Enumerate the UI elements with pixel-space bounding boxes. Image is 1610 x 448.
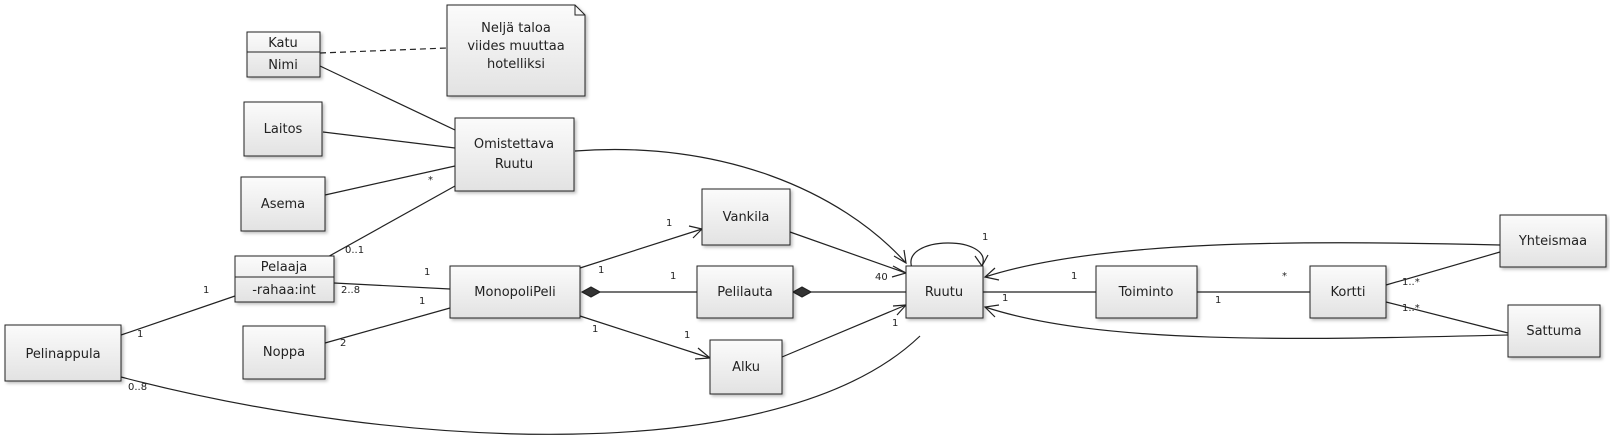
pelaaja-monopoli-line <box>333 282 451 290</box>
class-pelaaja-name: Pelaaja <box>261 260 308 275</box>
note-line-2: viides muuttaa <box>467 39 564 54</box>
laitos-omistettava-line <box>322 131 456 149</box>
class-sattuma-name: Sattuma <box>1526 324 1581 339</box>
pelaaja-omistettava-line <box>323 185 456 260</box>
omistettava-ruutu-arrow <box>574 148 907 264</box>
class-yhteismaa-name: Yhteismaa <box>1518 234 1587 249</box>
mult-pelaaja-nappula: 1 <box>203 285 209 296</box>
class-laitos-name: Laitos <box>264 122 303 137</box>
mult-vankila-monopoli: 1 <box>666 218 672 229</box>
class-pelaaja-attr: -rahaa:int <box>252 283 316 298</box>
pelinappula-pelaaja-line <box>120 295 236 336</box>
mult-toiminto-ruutu: 1 <box>1071 271 1077 282</box>
pelilauta-ruutu-diamond <box>791 286 813 298</box>
note-line-3: hotelliksi <box>487 57 545 72</box>
mult-nappula-pelaaja: 1 <box>137 329 143 340</box>
class-toiminto[interactable]: Toiminto <box>1095 265 1198 319</box>
class-alku[interactable]: Alku <box>709 339 783 395</box>
class-toiminto-name: Toiminto <box>1118 285 1174 300</box>
alku-ruutu-arrow <box>781 304 907 358</box>
class-noppa[interactable]: Noppa <box>242 325 326 380</box>
monopoli-alku-arrow <box>579 315 711 359</box>
yhteismaa-ruutu-arrow <box>984 242 1501 278</box>
yhteismaa-ruutu-arrowhead <box>983 267 1000 281</box>
omistettava-ruutu-arrowhead <box>893 249 907 265</box>
class-monopolipeli[interactable]: MonopoliPeli <box>449 265 581 319</box>
mult-monopoli-pelilauta: 1 <box>670 271 676 282</box>
vankila-ruutu-arrowhead <box>891 265 908 278</box>
note-box <box>446 4 586 97</box>
mult-pelaaja-omist: 0..1 <box>345 245 364 256</box>
class-sattuma[interactable]: Sattuma <box>1507 304 1601 358</box>
mult-ruutu-self: 1 <box>982 232 988 243</box>
sattuma-ruutu-arrow <box>984 306 1509 340</box>
class-vankila[interactable]: Vankila <box>701 188 791 246</box>
class-noppa-name: Noppa <box>263 345 305 360</box>
class-vankila-name: Vankila <box>723 210 770 225</box>
vankila-ruutu-arrow <box>789 231 907 274</box>
class-monopolipeli-name: MonopoliPeli <box>474 285 555 300</box>
kortti-sattuma-line <box>1385 301 1509 334</box>
noppa-monopoli-line <box>324 307 451 344</box>
class-ruutu-name: Ruutu <box>925 285 963 300</box>
note-link <box>319 47 448 54</box>
mult-noppa-monopoli: 2 <box>340 338 346 349</box>
mult-kortti-sattuma: 1..* <box>1402 303 1420 314</box>
mult-alku-monopoli: 1 <box>684 330 690 341</box>
mult-kortti-toiminto: * <box>1282 271 1287 282</box>
class-laitos[interactable]: Laitos <box>243 101 323 157</box>
mult-monopoli-alku: 1 <box>592 324 598 335</box>
class-pelilauta-name: Pelilauta <box>717 285 772 300</box>
mult-monopoli-noppa: 1 <box>419 296 425 307</box>
class-pelilauta[interactable]: Pelilauta <box>696 265 794 319</box>
asema-omistettava-line <box>324 165 456 196</box>
class-omistettava-line1: Omistettava <box>474 137 554 152</box>
mult-ruutu-nappula: 1 <box>892 318 898 329</box>
mult-nappula-ruutu: 0..8 <box>128 382 147 393</box>
ruutu-self-arrowhead <box>974 254 989 268</box>
multiplicity-labels: * 0..1 1 1 0..8 2..8 1 2 1 1 1 1 1 1 40 … <box>128 175 1420 393</box>
mult-pelaaja-monopoli: 2..8 <box>341 285 360 296</box>
class-alku-name: Alku <box>732 360 760 375</box>
katu-omistettava-line <box>319 65 456 131</box>
mult-pelilauta-ruutu: 40 <box>875 272 888 283</box>
sattuma-ruutu-arrowhead <box>983 304 1000 318</box>
class-pelinappula[interactable]: Pelinappula <box>4 324 122 382</box>
class-pelaaja[interactable]: Pelaaja -rahaa:int <box>234 255 335 303</box>
class-yhteismaa[interactable]: Yhteismaa <box>1499 214 1607 268</box>
class-asema-name: Asema <box>261 197 305 212</box>
class-asema[interactable]: Asema <box>240 176 326 232</box>
kortti-yhteismaa-line <box>1385 251 1501 286</box>
monopoli-pelilauta-diamond <box>580 286 602 298</box>
mult-kortti-yhteismaa: 1..* <box>1402 277 1420 288</box>
class-omistettava-line2: Ruutu <box>495 157 533 172</box>
mult-omist-star: * <box>428 175 433 186</box>
class-katu[interactable]: Katu Nimi <box>246 31 321 78</box>
pelinappula-ruutu-line <box>120 335 921 435</box>
class-pelinappula-name: Pelinappula <box>25 347 100 362</box>
class-kortti[interactable]: Kortti <box>1309 265 1387 319</box>
class-kortti-name: Kortti <box>1331 285 1366 300</box>
mult-toiminto-kortti: 1 <box>1215 295 1221 306</box>
mult-monopoli-vankila: 1 <box>598 265 604 276</box>
ruutu-self-loop <box>910 242 984 269</box>
class-ruutu[interactable]: Ruutu <box>905 265 984 319</box>
class-omistettava-ruutu[interactable]: Omistettava Ruutu <box>454 117 575 192</box>
mult-monopoli-pelaaja: 1 <box>424 267 430 278</box>
mult-ruutu-toiminto: 1 <box>1002 293 1008 304</box>
note-line-1: Neljä taloa <box>481 21 551 36</box>
connectors <box>120 47 1509 435</box>
monopoli-vankila-arrow <box>579 228 703 269</box>
class-katu-attr: Nimi <box>268 58 298 73</box>
class-katu-name: Katu <box>268 36 298 51</box>
